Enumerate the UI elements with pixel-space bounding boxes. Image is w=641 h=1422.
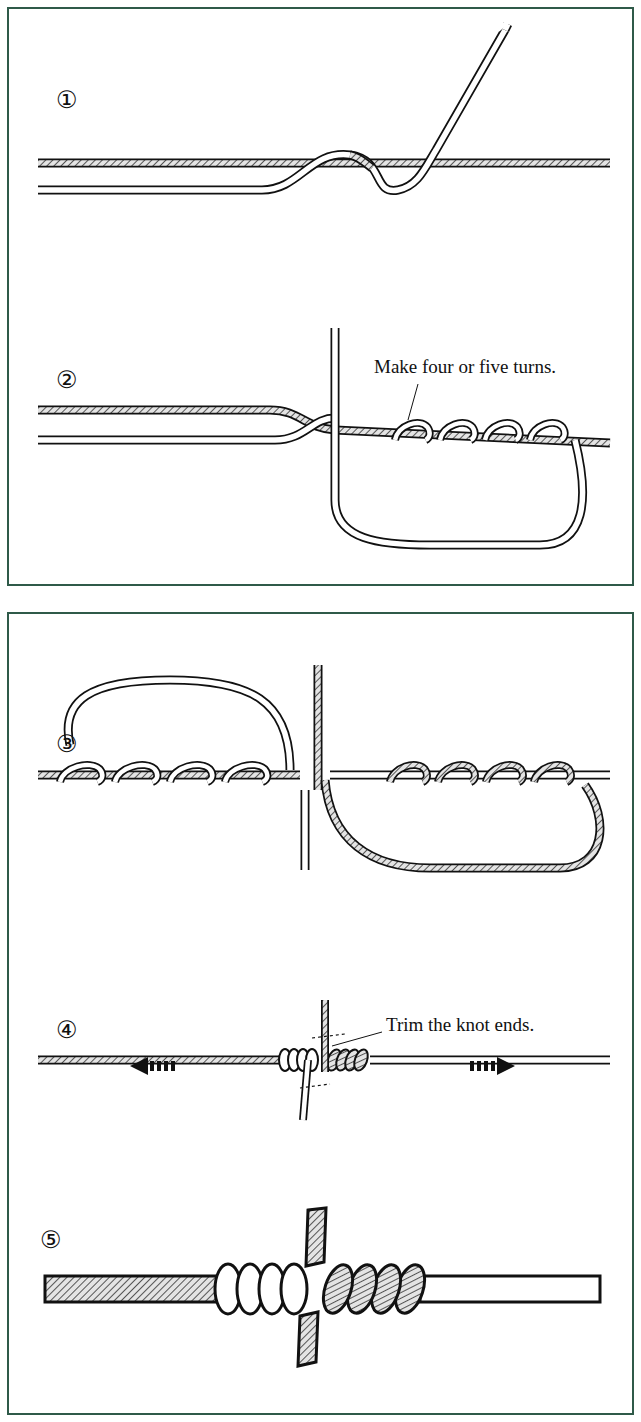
line-outline	[225, 765, 267, 782]
line-outline	[395, 423, 430, 440]
leader-line	[332, 1032, 382, 1046]
coil-turn	[281, 1264, 307, 1314]
coil-turn	[318, 1261, 358, 1317]
hatched-line	[45, 1276, 220, 1302]
hatched-line	[486, 765, 523, 782]
step-number: ⑤	[40, 1226, 62, 1254]
line-outline	[325, 780, 600, 868]
step-number: ①	[56, 86, 78, 114]
plain-line	[60, 765, 102, 782]
line-outline	[438, 765, 475, 782]
line-outline	[170, 765, 212, 782]
line-outline	[370, 1056, 610, 1065]
coil-turn	[352, 1048, 371, 1073]
line-outline	[335, 328, 583, 545]
hatched-line	[38, 410, 610, 443]
instruction-note: Make four or five turns.	[372, 356, 558, 378]
line-outline	[38, 1056, 285, 1065]
line-outline	[486, 765, 523, 782]
plain-line	[303, 1060, 308, 1120]
cut-mark	[300, 1084, 330, 1088]
line-outline	[38, 30, 505, 190]
line-outline	[390, 765, 427, 782]
plain-line	[395, 423, 430, 440]
plain-line	[170, 765, 212, 782]
hatched-line	[315, 665, 321, 790]
instruction-note: Trim the knot ends.	[384, 1014, 536, 1036]
plain-line	[115, 765, 157, 782]
hatched-line	[350, 155, 372, 168]
line-outline	[530, 423, 565, 440]
line-outline	[115, 765, 157, 782]
line-outline	[485, 423, 520, 440]
hatched-line	[438, 765, 475, 782]
cut-mark	[312, 1034, 345, 1038]
plain-line	[440, 423, 475, 440]
pull-arrow	[470, 1057, 515, 1075]
plain-line	[225, 765, 267, 782]
hatched-line	[38, 1057, 285, 1063]
line-outline	[301, 790, 310, 870]
plain-line	[302, 790, 308, 870]
hatched-line	[534, 765, 571, 782]
plain-line	[38, 418, 335, 440]
panel-border	[8, 8, 633, 585]
plain-line	[335, 328, 583, 545]
plain-line	[420, 1276, 600, 1302]
line-outline	[534, 765, 571, 782]
step-number: ②	[56, 366, 78, 394]
step-number: ③	[56, 730, 78, 758]
line-outline	[440, 423, 475, 440]
panel-border	[8, 613, 633, 1414]
hatched-line	[390, 765, 427, 782]
line-outline	[38, 418, 335, 440]
line-outline	[60, 765, 102, 782]
hatched-line	[325, 780, 600, 868]
plain-line	[530, 423, 565, 440]
pull-arrow	[130, 1057, 175, 1075]
leader-line	[408, 384, 418, 420]
line-outline	[68, 680, 290, 770]
line-outline	[314, 665, 323, 790]
step-number: ④	[56, 1016, 78, 1044]
plain-line	[485, 423, 520, 440]
line-outline	[350, 155, 372, 168]
plain-line	[370, 1057, 610, 1063]
plain-line	[38, 30, 505, 190]
plain-line	[68, 680, 290, 770]
line-outline	[303, 1060, 308, 1120]
line-outline	[38, 410, 610, 443]
